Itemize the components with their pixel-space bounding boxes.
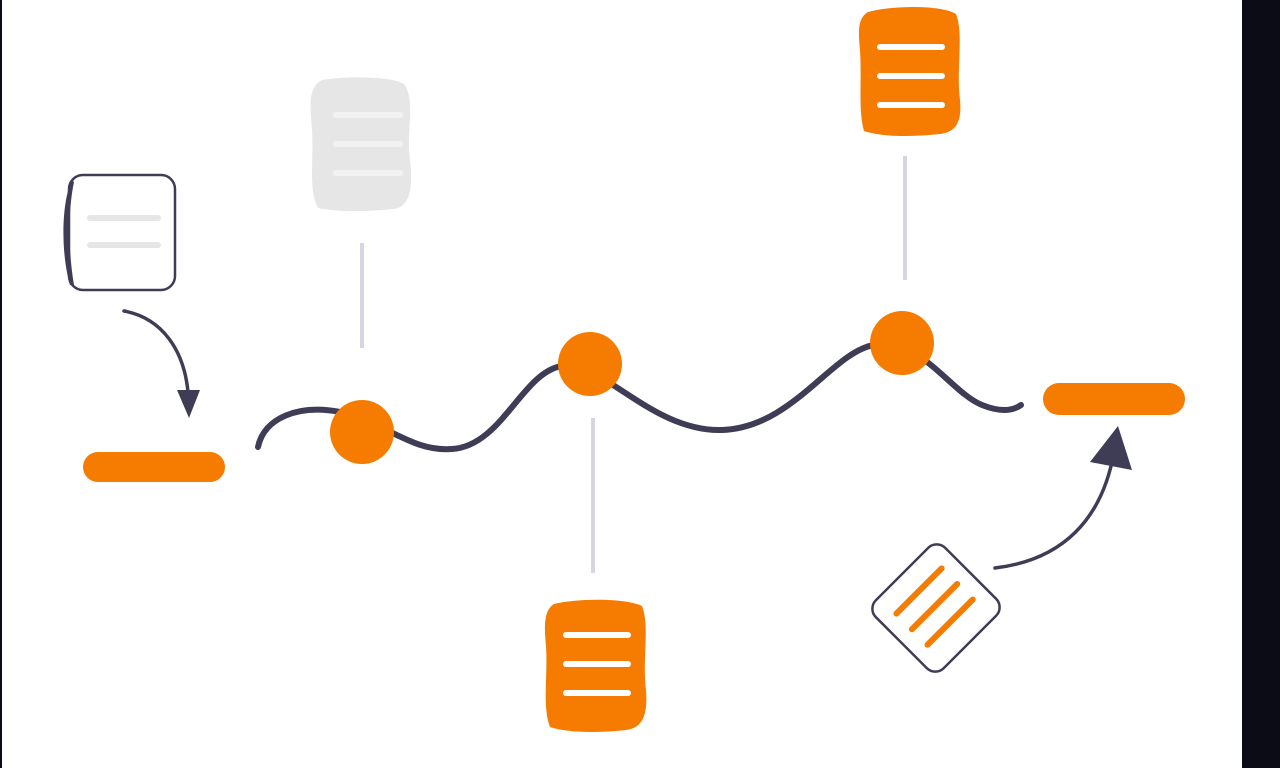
timeline-illustration [2, 0, 1242, 768]
milestone-dot-icon [558, 332, 622, 396]
curved-arrow-icon [122, 309, 200, 418]
curved-arrow-icon [993, 426, 1132, 570]
top-document-icon [858, 6, 961, 136]
start-bar [83, 452, 225, 482]
bottom-document-icon [544, 599, 647, 732]
faded-document-icon [310, 77, 412, 212]
milestone-dot-icon [870, 311, 934, 375]
window-right-border [1242, 0, 1280, 768]
window-left-border [0, 0, 2, 768]
note-card-icon [63, 173, 177, 292]
tilted-card-icon [871, 543, 1001, 673]
illustration-canvas [2, 0, 1242, 768]
end-bar [1043, 383, 1185, 415]
milestone-dot-icon [330, 400, 394, 464]
